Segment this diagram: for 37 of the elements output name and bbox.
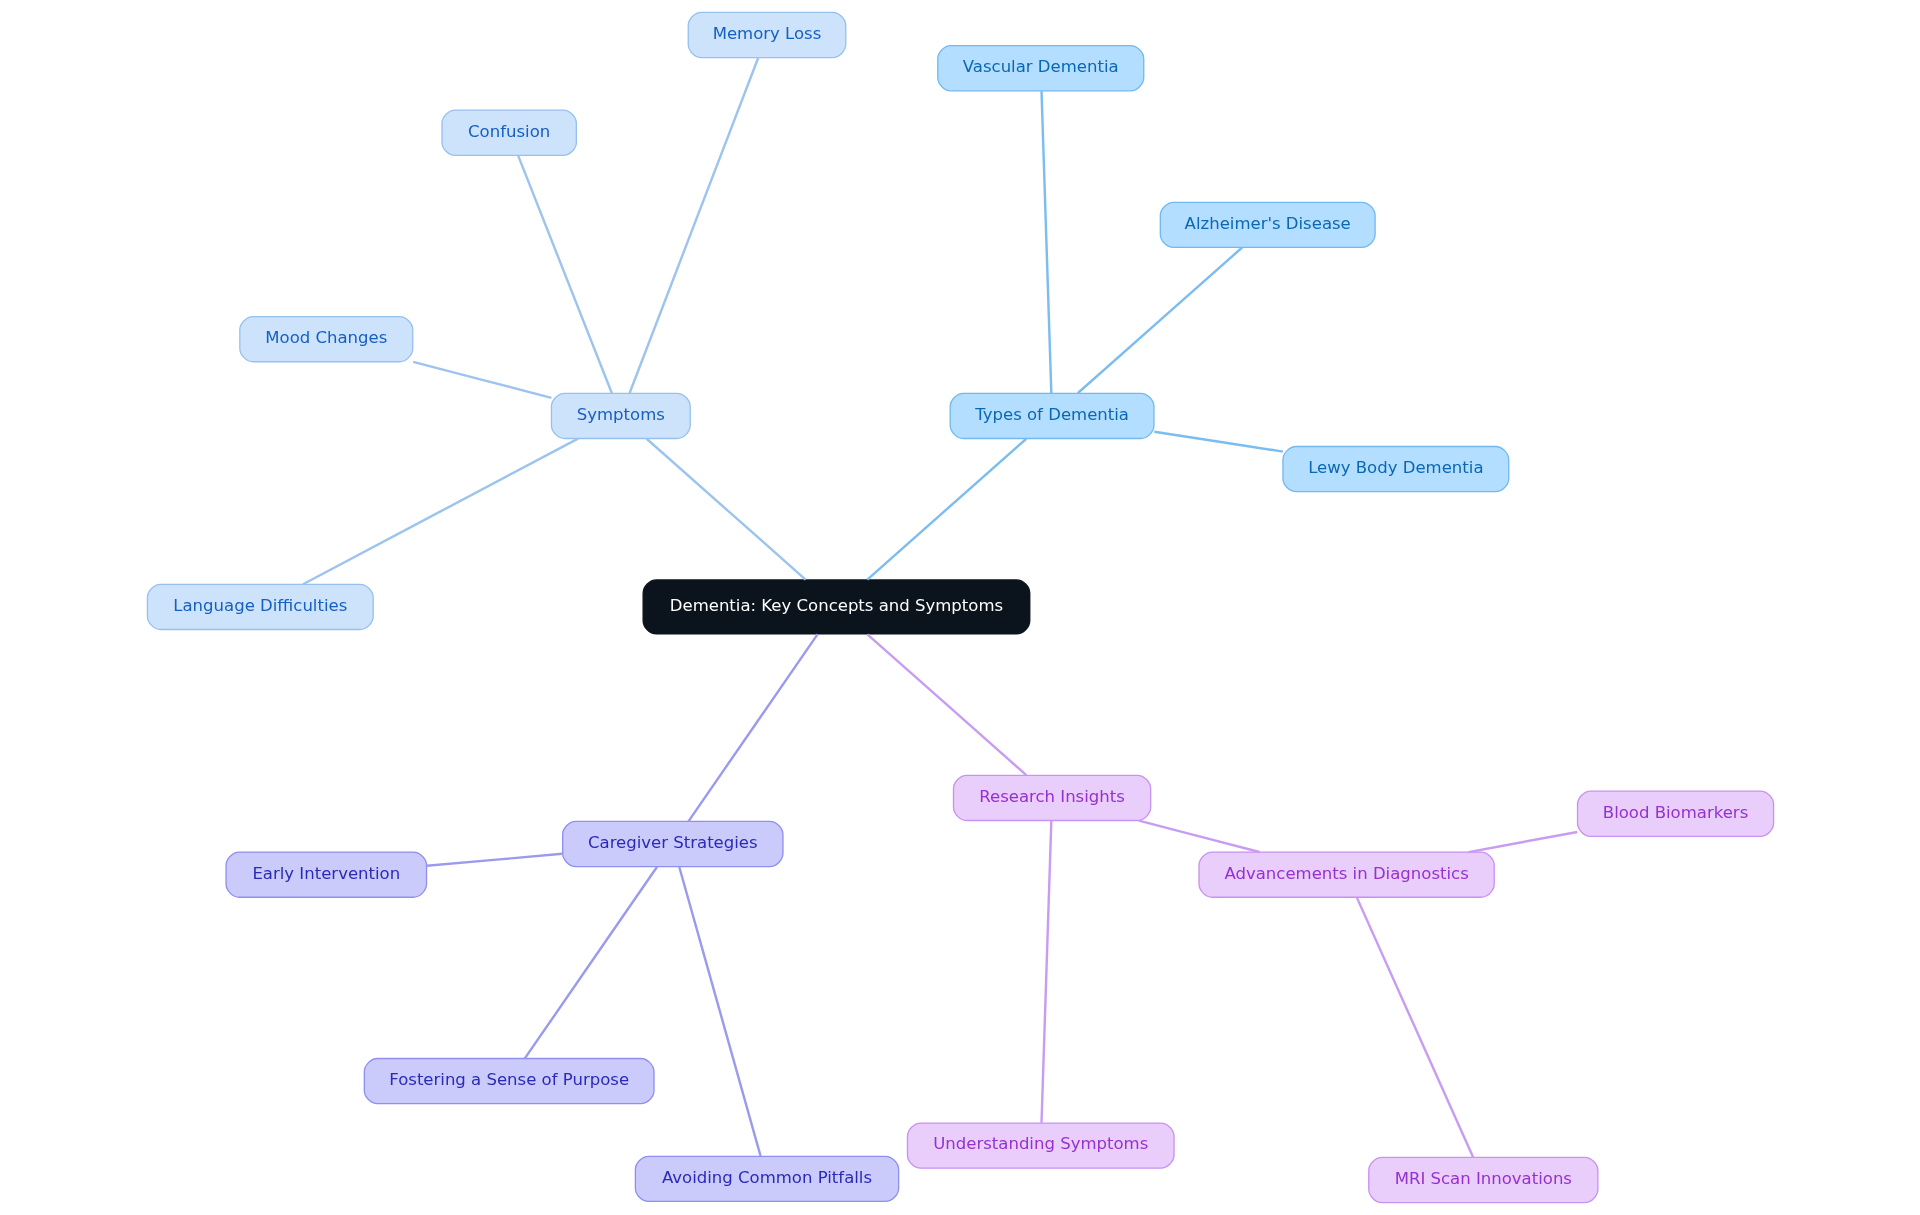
node-box: Mood Changes xyxy=(238,315,413,363)
node-box: Early Intervention xyxy=(224,851,427,898)
connector xyxy=(1355,897,1474,1158)
connector xyxy=(1467,830,1578,854)
node-box: Blood Biomarkers xyxy=(1576,790,1774,837)
connector xyxy=(523,866,658,1060)
connector xyxy=(645,437,806,581)
node-box: Fostering a Sense of Purpose xyxy=(363,1057,655,1105)
connector xyxy=(677,866,762,1157)
node-box: Memory Loss xyxy=(687,11,846,59)
connector xyxy=(686,633,819,823)
connector xyxy=(627,57,759,394)
connector xyxy=(1138,819,1260,854)
node-box: Symptoms xyxy=(550,392,691,440)
connector xyxy=(1039,91,1053,394)
node-box: Research Insights xyxy=(952,774,1151,822)
node-box: Lewy Body Dementia xyxy=(1281,445,1509,493)
node-box: Understanding Symptoms xyxy=(906,1122,1175,1169)
connector xyxy=(866,437,1027,581)
node-box: Alzheimer's Disease xyxy=(1159,201,1376,249)
node-box: MRI Scan Innovations xyxy=(1367,1156,1599,1204)
node-box: Confusion xyxy=(440,109,577,156)
node-box: Language Difficulties xyxy=(146,583,374,631)
connector xyxy=(412,360,552,399)
connector xyxy=(866,633,1027,777)
connector xyxy=(516,155,613,394)
node-box: Advancements in Diagnostics xyxy=(1197,851,1495,898)
node-box: Vascular Dementia xyxy=(936,45,1144,92)
node-box: Dementia: Key Concepts and Symptoms xyxy=(642,579,1030,635)
connector xyxy=(1039,820,1053,1123)
connector xyxy=(1153,430,1283,453)
node-box: Caregiver Strategies xyxy=(561,820,784,868)
node-box: Avoiding Common Pitfalls xyxy=(634,1155,899,1203)
connector xyxy=(301,437,579,586)
node-box: Types of Dementia xyxy=(949,392,1155,440)
connector xyxy=(426,852,562,867)
connector xyxy=(1076,246,1243,395)
